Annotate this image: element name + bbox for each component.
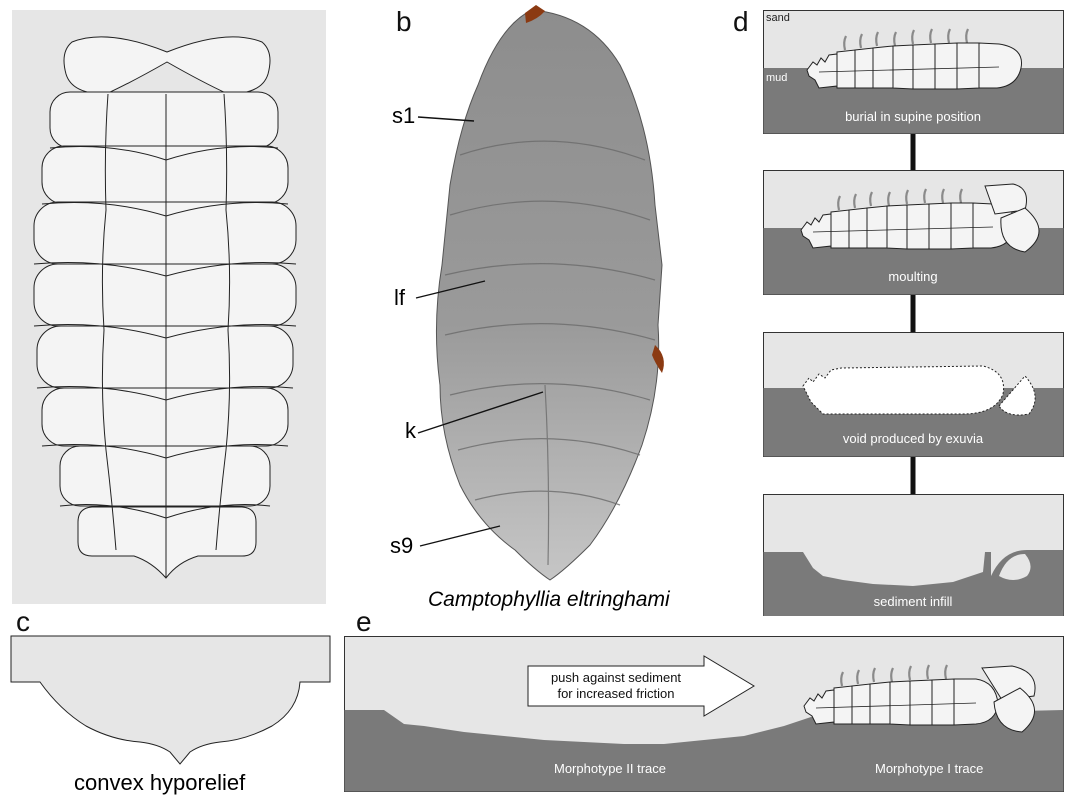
panel-a-schematic (12, 10, 326, 604)
segment-5 (37, 326, 293, 388)
fossil-body (436, 10, 662, 580)
arrow-text-line1: push against sediment (528, 670, 704, 686)
step-label-moulting: moulting (763, 269, 1063, 284)
arrow-text: push against sediment for increased fric… (528, 670, 704, 702)
segment-3 (34, 202, 296, 264)
panel-label-c: c (16, 608, 30, 636)
panel-e: push against sediment for increased fric… (344, 636, 1064, 792)
mud-label: mud (766, 72, 787, 84)
sand-label: sand (766, 12, 790, 24)
step-label-void: void produced by exuvia (763, 431, 1063, 446)
step-label-burial: burial in supine position (763, 109, 1063, 124)
panel-d: sand mud burial in supine position moult… (763, 10, 1064, 616)
annotation-k: k (405, 418, 416, 444)
segment-4 (34, 264, 296, 326)
trace-label-morphotype-ii: Morphotype II trace (554, 761, 666, 776)
species-name: Camptophyllia eltringhami (428, 588, 670, 612)
annotation-s9: s9 (390, 533, 413, 559)
hyporelief-caption: convex hyporelief (74, 770, 245, 796)
segment-2 (42, 146, 288, 204)
annotation-s1: s1 (392, 103, 415, 129)
panel-d-graphics (763, 10, 1064, 616)
segment-6 (42, 388, 288, 446)
arrow-text-line2: for increased friction (528, 686, 704, 702)
segment-1 (50, 92, 278, 148)
panel-label-d: d (733, 8, 749, 36)
segment-7 (60, 446, 270, 506)
step-label-infill: sediment infill (763, 594, 1063, 609)
trace-label-morphotype-i: Morphotype I trace (875, 761, 983, 776)
annotation-lf: lf (394, 285, 405, 311)
panel-c-hyporelief (10, 634, 332, 766)
panel-b-fossil (350, 5, 690, 625)
